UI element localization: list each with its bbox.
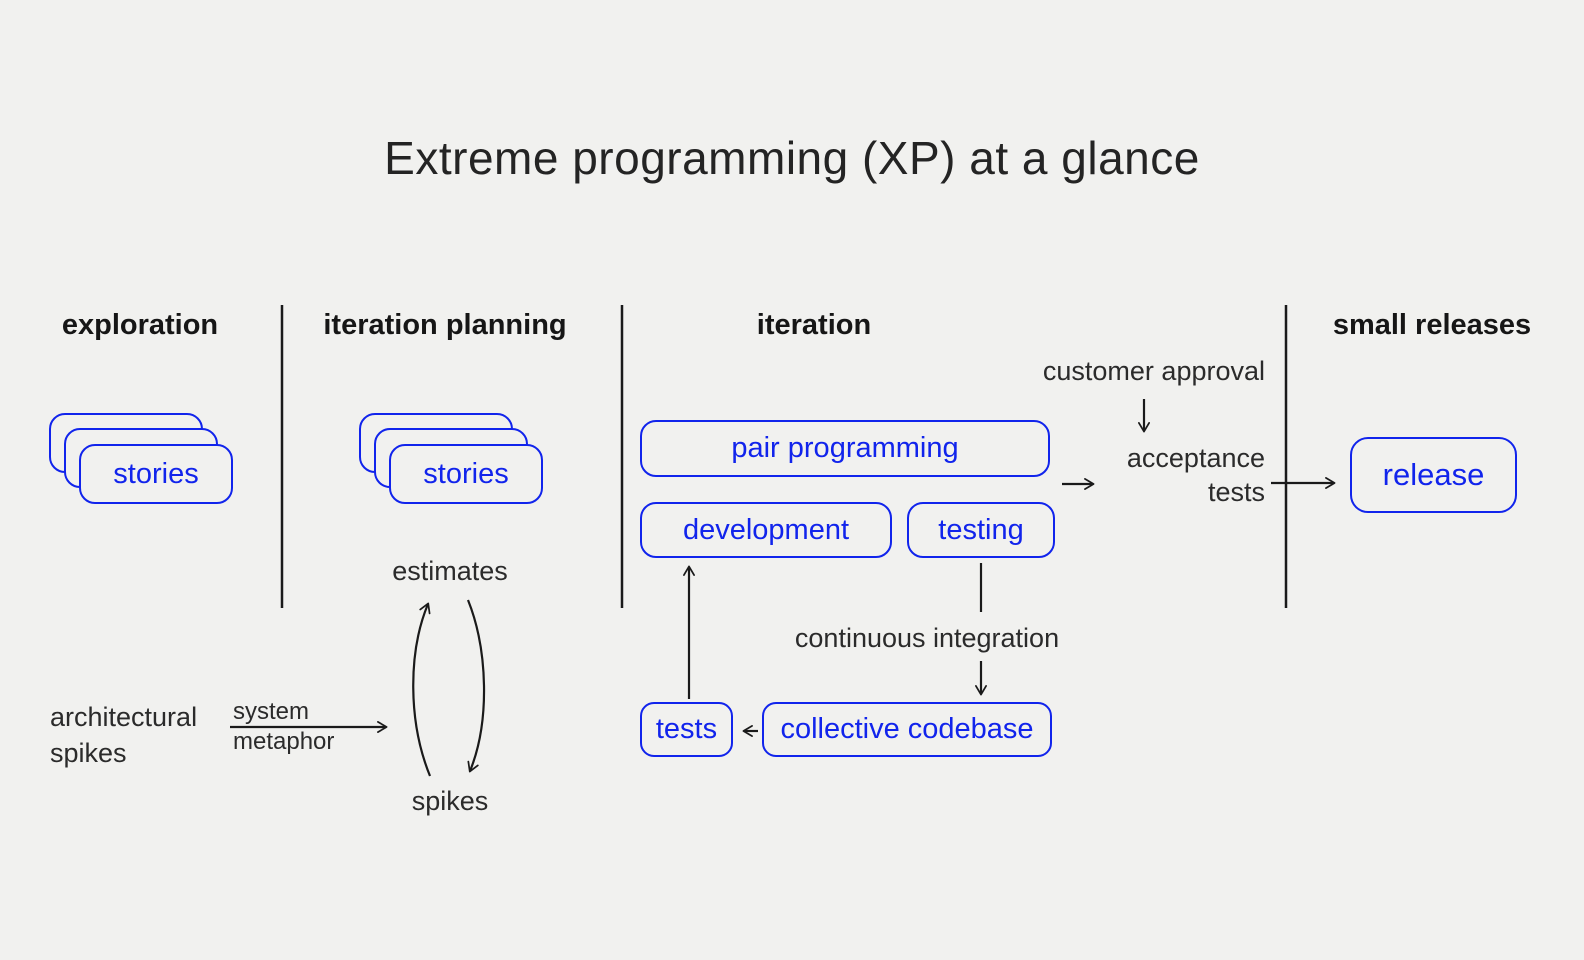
arrow-estimates-to-spikes-curve: [466, 599, 486, 773]
testing-box: testing: [907, 502, 1055, 558]
architectural-spikes-label: architectural spikes: [50, 702, 198, 768]
tests-box: tests: [640, 702, 733, 757]
phase-header-small-releases: small releases: [1332, 309, 1532, 341]
stories-card-front: stories: [79, 444, 233, 504]
customer-approval-label: customer approval: [1042, 356, 1265, 386]
system-metaphor-label: system metaphor: [233, 698, 335, 755]
pair-programming-box: pair programming: [640, 420, 1050, 477]
stories-stack-exploration: stories: [49, 413, 233, 504]
arrow-spikes-to-estimates-curve: [412, 602, 432, 777]
spikes-label: spikes: [411, 786, 489, 816]
page-title: Extreme programming (XP) at a glance: [384, 132, 1200, 184]
stories-stack-iteration-planning: stories: [359, 413, 543, 504]
phase-header-iteration: iteration: [756, 309, 872, 341]
stories-card-front: stories: [389, 444, 543, 504]
acceptance-tests-label: acceptance tests: [1126, 443, 1265, 507]
development-box: development: [640, 502, 892, 558]
release-box: release: [1350, 437, 1517, 513]
continuous-integration-label: continuous integration: [794, 623, 1060, 653]
collective-codebase-box: collective codebase: [762, 702, 1052, 757]
phase-header-exploration: exploration: [61, 309, 219, 341]
phase-header-iteration-planning: iteration planning: [323, 309, 567, 341]
estimates-label: estimates: [392, 556, 508, 586]
